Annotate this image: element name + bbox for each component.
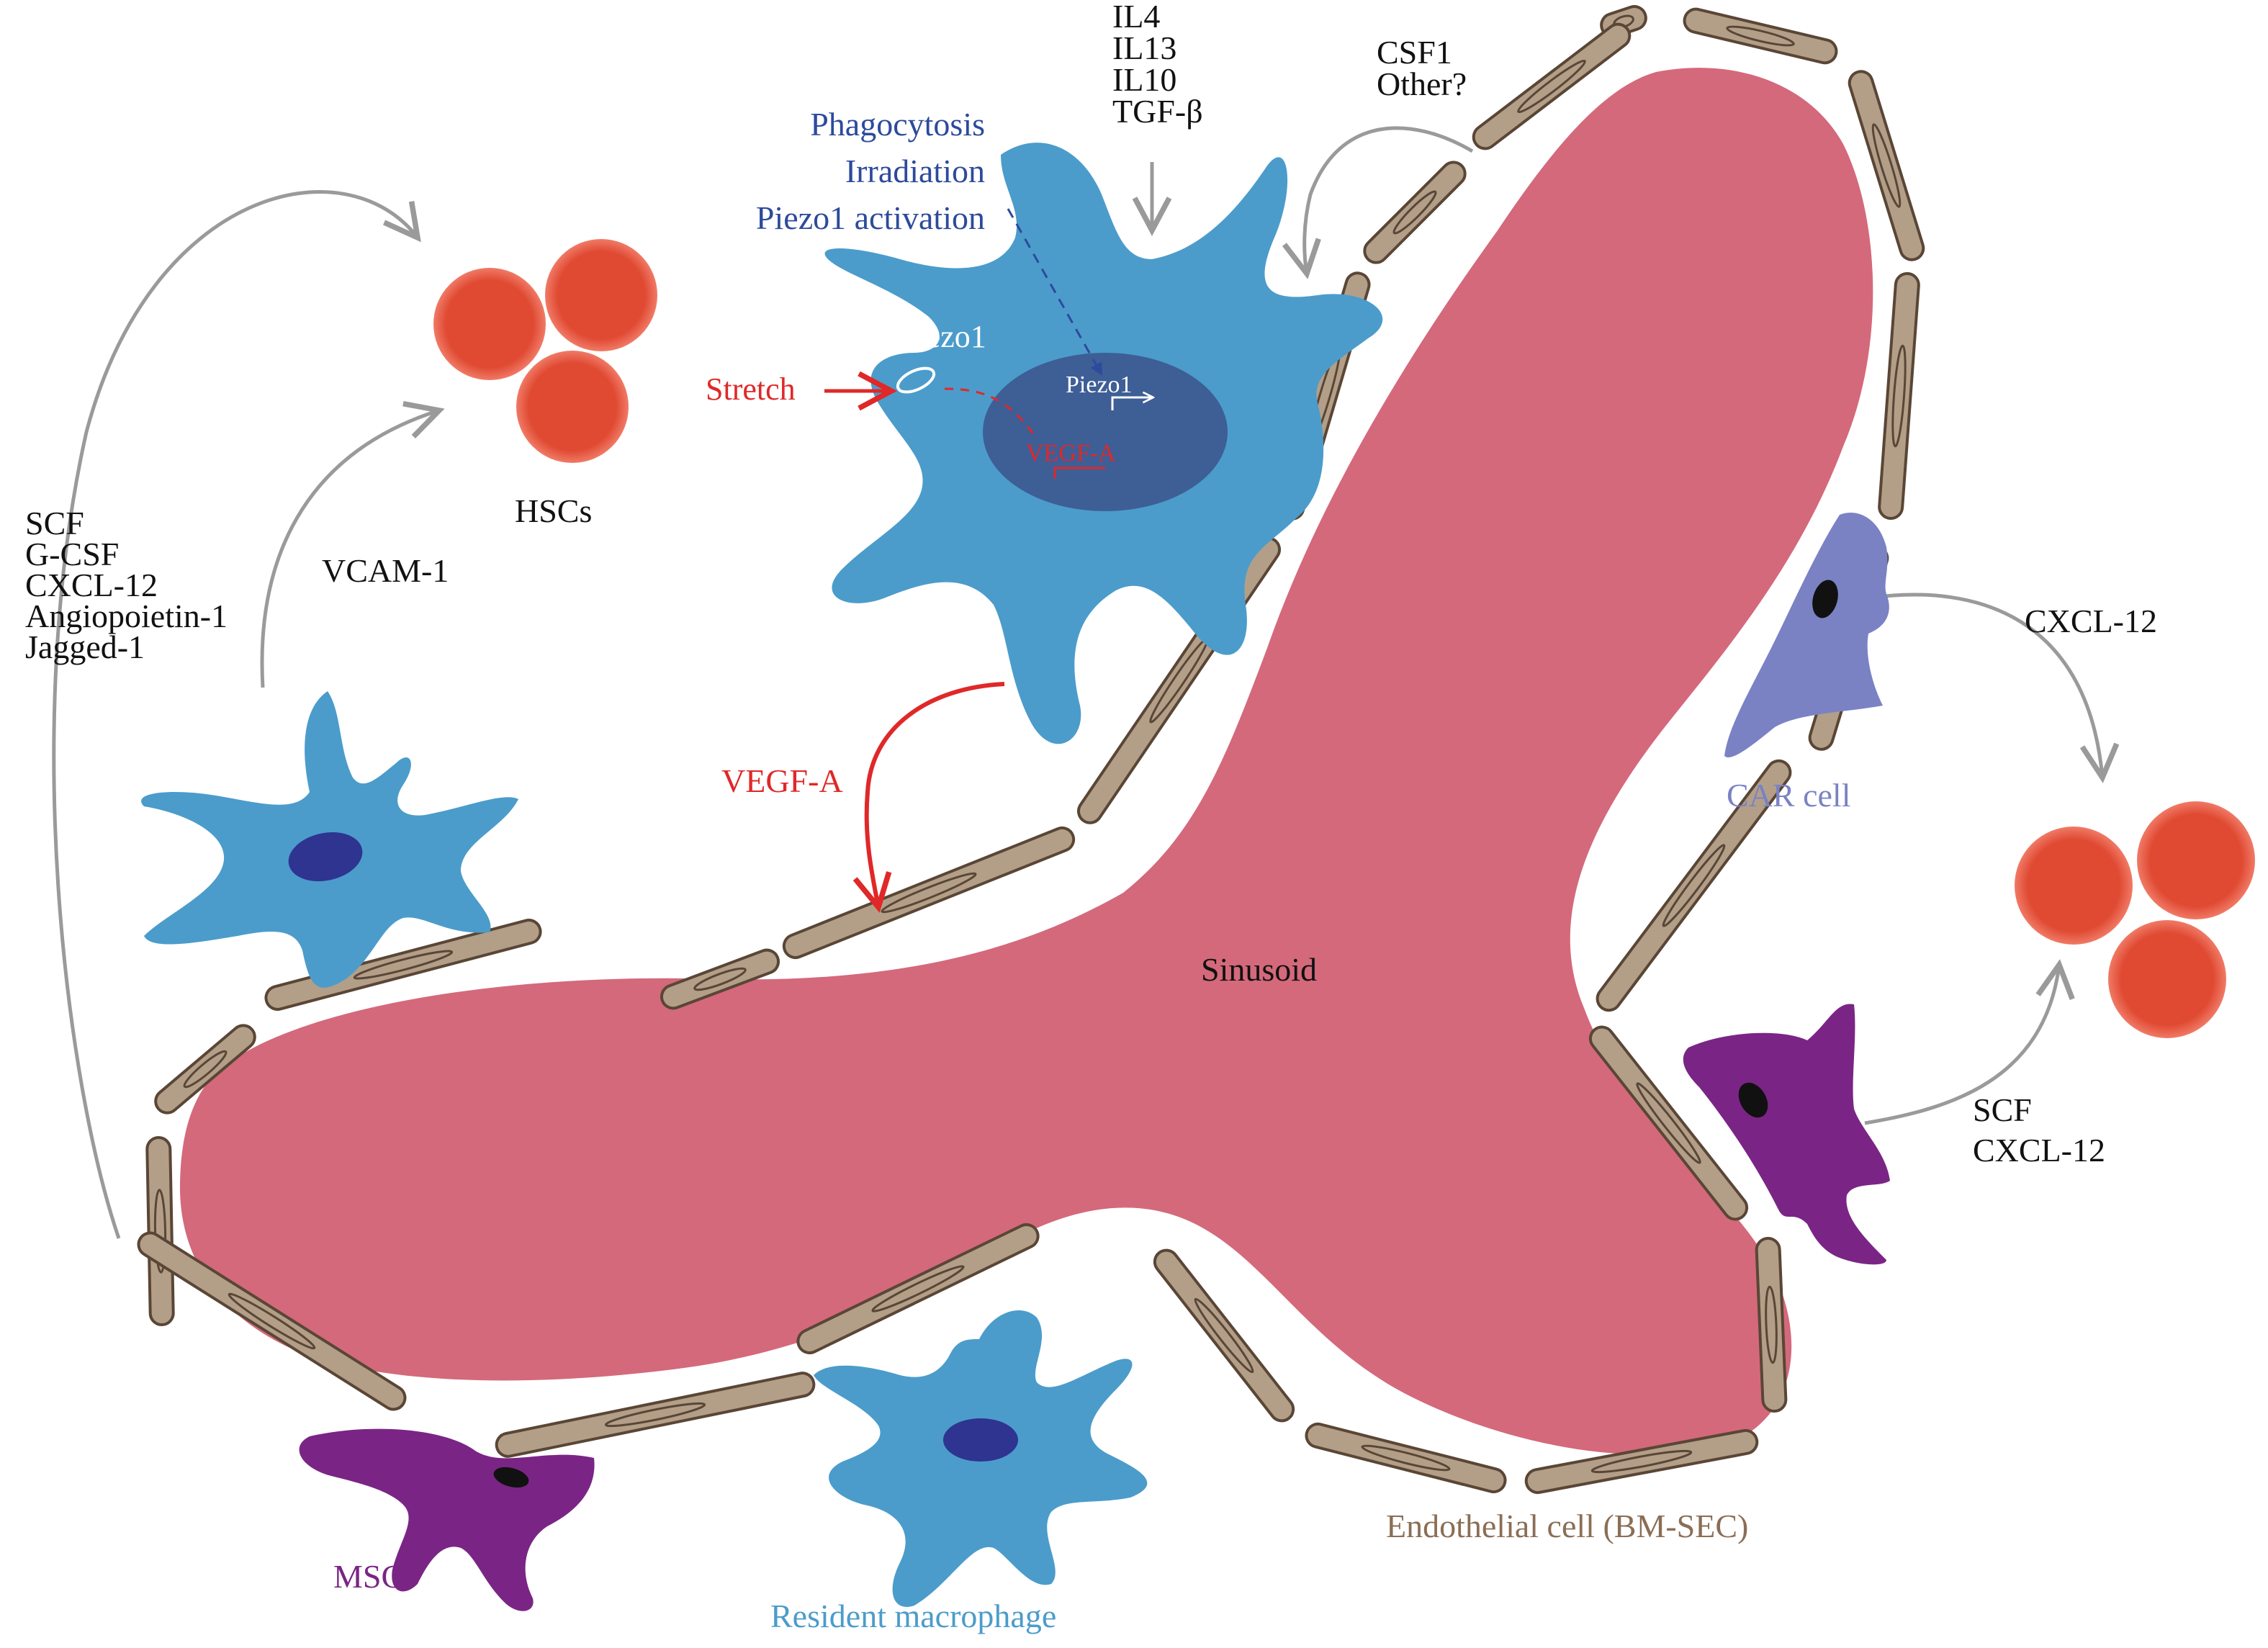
endothelial-cell	[1683, 7, 1838, 65]
msc-factors-list: SCF CXCL-12	[1973, 1091, 2105, 1169]
endothelial-cell	[1305, 1422, 1507, 1494]
piezo1-channel-label: Piezo1	[900, 319, 986, 354]
stimulus-label: Irradiation	[845, 153, 985, 189]
endothelial-cell	[154, 1024, 256, 1115]
endothelial-cell	[796, 1223, 1040, 1355]
cytokine-label: IL13	[1112, 30, 1176, 66]
hsc-cell	[516, 351, 629, 463]
endothelial-cell	[1524, 1428, 1759, 1495]
hsc-cell	[2015, 827, 2133, 945]
endothelial-cell	[264, 919, 542, 1011]
niche-factor-label: G-CSF	[25, 536, 119, 572]
vcam1-label: VCAM-1	[322, 552, 449, 589]
endothelial-cell	[1848, 70, 1925, 261]
hsc-cluster-right	[2015, 801, 2255, 1038]
endothelial-cell	[1878, 271, 1920, 521]
endothelial-cell	[137, 1231, 407, 1411]
csf1-arrow	[1282, 126, 1474, 279]
hsc-cell	[433, 268, 546, 380]
piezo1-channel-icon	[896, 366, 936, 394]
msc-factor-label: SCF	[1973, 1091, 2032, 1128]
csf-factor-label: CSF1	[1377, 34, 1452, 71]
car-cxcl12-arrow	[1871, 593, 2120, 783]
sinusoid-label: Sinusoid	[1201, 951, 1317, 988]
cytokine-label: IL4	[1112, 0, 1160, 35]
cytokine-label: IL10	[1112, 61, 1176, 98]
endothelial-cell-label: Endothelial cell (BM-SEC)	[1386, 1508, 1748, 1544]
piezo1-promoter-arrow	[1111, 397, 1152, 410]
central-macrophage-nucleus	[983, 353, 1228, 511]
vegfa-promoter-arrow	[1053, 467, 1105, 479]
niche-factor-label: SCF	[25, 505, 84, 541]
endothelial-cell	[1472, 22, 1632, 150]
niche-factor-label: CXCL-12	[25, 567, 158, 603]
msc-right	[1683, 1004, 1890, 1265]
stretch-label: Stretch	[706, 372, 796, 407]
endothelial-cell	[1363, 161, 1467, 264]
endothelial-cell	[1153, 1248, 1295, 1423]
niche-factor-label: Jagged-1	[25, 629, 145, 665]
msc-label: MSCs	[333, 1558, 416, 1595]
endothelial-cell	[660, 948, 780, 1010]
cytokine-label: TGF-β	[1112, 93, 1203, 130]
niche-factors-arrow	[52, 190, 421, 1239]
vegfa-gene-label: VEGF-A	[1026, 440, 1116, 467]
csf-factor-label: Other?	[1377, 66, 1467, 102]
hsc-cluster-left	[433, 239, 657, 463]
piezo1-gene-label: Piezo1	[1066, 372, 1133, 398]
sinusoid-vessel	[180, 68, 1873, 1455]
vcam1-arrow	[260, 401, 445, 688]
endothelial-cell	[1596, 759, 1792, 1012]
car-cell-nucleus	[1812, 580, 1838, 618]
endothelial-cell	[1588, 1025, 1749, 1221]
hscs-label: HSCs	[515, 492, 592, 529]
msc-nucleus	[1738, 1082, 1768, 1118]
resident-macrophage-nucleus	[943, 1418, 1018, 1462]
vegfa-label: VEGF-A	[721, 762, 843, 799]
hsc-cell	[2137, 801, 2255, 919]
piezo1-signal-arrow	[944, 387, 1038, 440]
macrophage-nucleus	[288, 832, 363, 882]
resident-macrophage-label: Resident macrophage	[770, 1598, 1056, 1634]
stimulus-label: Phagocytosis	[810, 106, 985, 143]
hsc-cell	[2108, 920, 2226, 1038]
msc-factors-arrow	[1864, 959, 2075, 1125]
stimulus-arrow	[1007, 208, 1103, 376]
car-cell	[1724, 513, 1889, 757]
msc-nucleus	[493, 1467, 529, 1488]
endothelial-cell	[145, 1135, 175, 1327]
stimulus-label: Piezo1 activation	[756, 199, 985, 236]
car-cell-label: CAR cell	[1727, 777, 1850, 814]
vegfa-arrow	[852, 682, 1005, 913]
endothelial-cell	[495, 1372, 816, 1458]
msc-factor-label: CXCL-12	[1973, 1132, 2105, 1169]
niche-factor-label: Angiopoietin-1	[25, 598, 228, 634]
car-cxcl12-label: CXCL-12	[2025, 603, 2157, 639]
hsc-cell	[545, 239, 657, 351]
endothelial-cell	[1755, 1236, 1788, 1413]
